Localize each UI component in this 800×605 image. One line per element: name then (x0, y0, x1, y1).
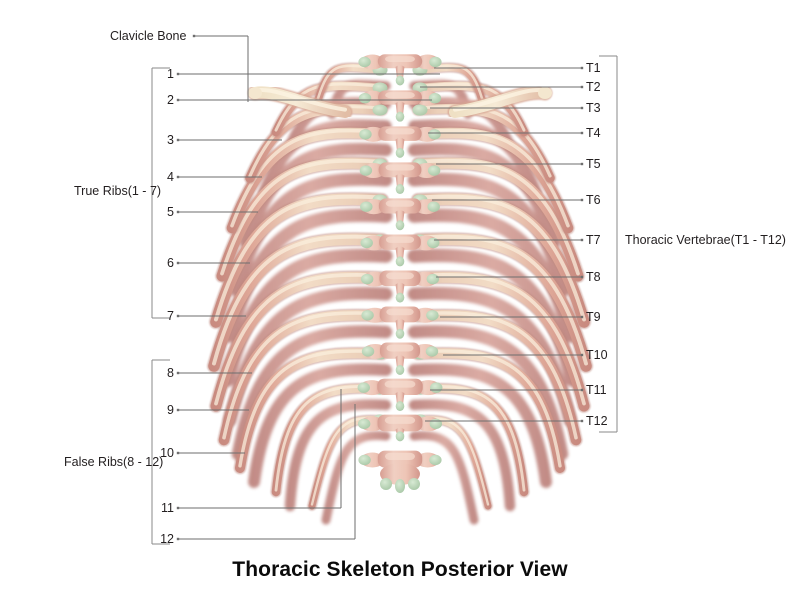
vertebra-tick-T1 (580, 66, 584, 70)
vertebra-t4 (359, 162, 441, 195)
vertebra-number-T1: T1 (586, 60, 601, 75)
false-ribs-number-9: 9 (167, 402, 174, 417)
clavicle-r (447, 84, 553, 120)
rib-shadow-r-12 (409, 431, 479, 525)
spinous-process-tip (395, 292, 405, 303)
true-ribs-number-5: 5 (167, 204, 174, 219)
spinous-process-tip (395, 75, 405, 86)
acromial-end (538, 87, 552, 99)
vertebra-tick-T2 (580, 85, 584, 89)
spinous-process-tip (395, 220, 405, 231)
vertebra-number-T6: T6 (586, 192, 601, 207)
rib-l-8 (209, 270, 389, 413)
clavicles (247, 84, 553, 120)
vertebra-t12 (358, 450, 442, 478)
vertebrae-group-label: Thoracic Vertebrae(T1 - T12) (625, 232, 786, 247)
vertebra-tick-T7 (580, 238, 584, 242)
spinous-process-tip (395, 401, 405, 412)
vertebra-t1 (358, 54, 442, 86)
rib-shadow-l-12 (321, 431, 391, 525)
rib-r-5 (411, 156, 585, 283)
rib-shadow-l-11 (284, 399, 392, 512)
true-ribs-group-label: True Ribs(1 - 7) (74, 183, 162, 198)
vertebra-number-T11: T11 (586, 382, 607, 397)
vertebra-number-T5: T5 (586, 156, 601, 171)
vertebra-t7 (360, 270, 440, 303)
lumbar-transition (380, 463, 420, 485)
vertebra-t6 (360, 234, 440, 267)
vertebra-t3 (359, 126, 441, 158)
rib-shadow-r-11 (408, 399, 516, 512)
true-ribs-number-2: 2 (167, 92, 174, 107)
vertebra-t2 (358, 90, 442, 122)
rib-shadow-r-10 (408, 363, 552, 488)
rib-l-9 (217, 308, 389, 447)
false-ribs-number-12: 12 (160, 531, 174, 546)
clavicle-l (247, 84, 353, 120)
true-ribs-number-4: 4 (167, 169, 174, 184)
vertebra-tick-T6 (580, 198, 584, 202)
leader-lines (151, 34, 618, 545)
vertebra-t8 (361, 306, 439, 339)
vertebra-tick-T8 (580, 275, 584, 279)
vertebra-tick-T3 (580, 106, 584, 110)
rib-r-6 (411, 192, 591, 329)
vertebra-tick-T4 (580, 131, 584, 135)
true-ribs-number-6: 6 (167, 255, 174, 270)
vertebra-number-T8: T8 (586, 269, 601, 284)
rib-tubercle (372, 104, 388, 116)
false-ribs-number-10: 10 (160, 445, 174, 460)
rib-r-3 (412, 102, 556, 184)
vertebra-number-T7: T7 (586, 232, 601, 247)
clavicle-label: Clavicle Bone (110, 28, 187, 43)
true-ribs-number-7: 7 (167, 308, 174, 323)
rib-r-7 (411, 232, 593, 373)
vertebra-number-T12: T12 (586, 413, 608, 428)
vertebral-column (357, 54, 443, 493)
vertebra-number-T3: T3 (586, 100, 601, 115)
rib-l-6 (209, 192, 389, 329)
false-ribs-number-8: 8 (167, 365, 174, 380)
vertebra-t5 (360, 198, 440, 231)
vertebra-tick-T10 (580, 353, 584, 357)
vertebra-t11 (357, 414, 443, 442)
spinous-process-tip (395, 256, 405, 267)
vertebra-tick-T12 (580, 419, 584, 423)
rib-l-5 (215, 156, 389, 283)
vertebra-tick-T9 (580, 315, 584, 319)
spinous-process-tip (395, 431, 405, 442)
vertebra-number-T4: T4 (586, 125, 601, 140)
figure-title: Thoracic Skeleton Posterior View (232, 558, 568, 581)
rib-l-3 (244, 102, 388, 184)
spinous-process-tip (395, 147, 405, 158)
vertebra-tick-T5 (580, 162, 584, 166)
vertebra-number-T9: T9 (586, 309, 601, 324)
vertebra-t9 (361, 342, 439, 375)
spinous-process-tip (395, 364, 405, 375)
true-ribs-number-3: 3 (167, 132, 174, 147)
rib-shadow-l-10 (248, 363, 392, 488)
vertebra-number-T2: T2 (586, 79, 601, 94)
spinous-process-tip (395, 184, 405, 195)
vertebra-tick-T11 (580, 388, 584, 392)
false-ribs-number-11: 11 (161, 500, 174, 515)
spinous-process-tip (395, 111, 405, 122)
acromial-end (248, 87, 262, 99)
rib-tubercle (412, 104, 428, 116)
clavicle-leader-tick (192, 34, 196, 38)
spinous-process-tip (395, 328, 405, 339)
false-ribs-group-label: False Ribs(8 - 12) (64, 454, 164, 469)
true-ribs-number-1: 1 (167, 66, 174, 81)
vertebra-t10 (357, 378, 443, 412)
vertebra-number-T10: T10 (586, 347, 608, 362)
